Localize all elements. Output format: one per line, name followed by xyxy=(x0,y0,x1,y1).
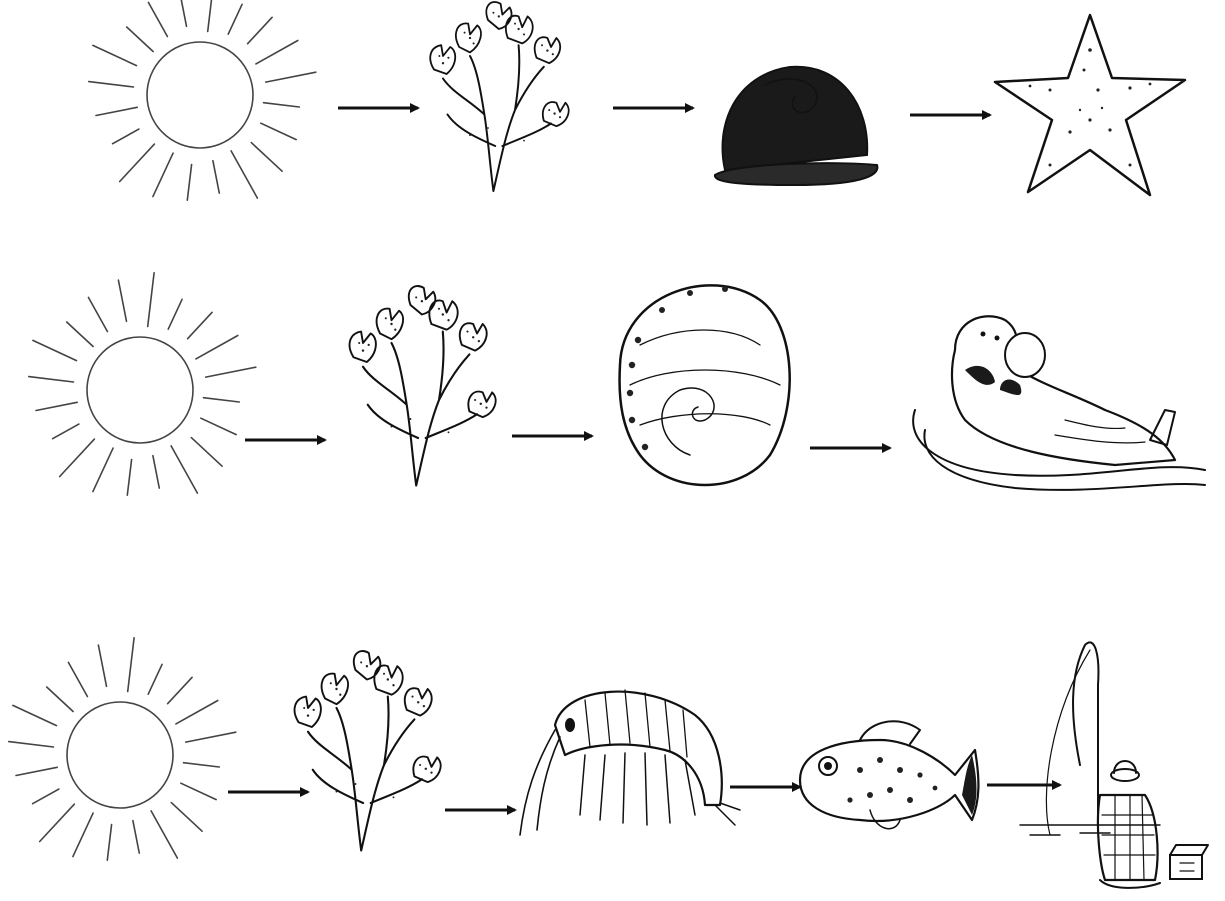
snail-icon xyxy=(715,67,877,185)
sun-icon xyxy=(29,273,256,495)
sea-star-icon xyxy=(995,15,1185,195)
seaweed-icon xyxy=(350,286,496,485)
amphipod-icon xyxy=(520,690,740,835)
sun-icon xyxy=(9,638,236,860)
food-chain-row-1 xyxy=(89,0,1185,200)
seaweed-icon xyxy=(295,651,441,850)
sea-otter-icon xyxy=(913,316,1205,490)
abalone-icon xyxy=(620,285,790,485)
fish-icon xyxy=(800,721,978,828)
sun-icon xyxy=(89,0,316,200)
food-chain-row-3 xyxy=(9,638,1208,888)
fisherman-icon xyxy=(1020,642,1208,888)
food-chain-row-2 xyxy=(29,273,1205,495)
seaweed-icon xyxy=(430,2,568,191)
